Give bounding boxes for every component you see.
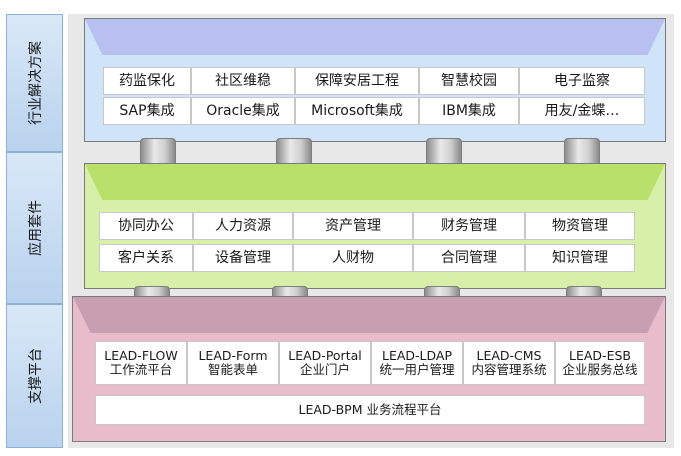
side-label-industry-text: 行业解决方案 — [27, 41, 44, 125]
industry-box-top-face — [85, 19, 665, 55]
product-desc: 企业服务总线 — [562, 362, 638, 377]
support-platform-box: LEAD-FLOW 工作流平台 LEAD-Form 智能表单 LEAD-Port… — [72, 296, 666, 442]
suite-item: 财务管理 — [413, 212, 525, 240]
industry-item: 电子监察 — [519, 67, 645, 95]
industry-item: 社区维稳 — [191, 67, 295, 95]
industry-item: IBM集成 — [419, 97, 519, 125]
platform-product-leadflow: LEAD-FLOW 工作流平台 — [95, 341, 187, 385]
product-desc: 工作流平台 — [109, 362, 173, 377]
side-label-platform-text: 支撑平台 — [27, 348, 44, 404]
suite-item: 知识管理 — [525, 244, 635, 272]
industry-item: SAP集成 — [103, 97, 191, 125]
industry-item: 药监保化 — [103, 67, 191, 95]
product-name: LEAD-ESB — [569, 347, 631, 363]
product-desc: 企业门户 — [299, 362, 350, 377]
suite-item: 设备管理 — [193, 244, 293, 272]
suite-item: 人力资源 — [193, 212, 293, 240]
suite-item: 人财物 — [293, 244, 413, 272]
side-label-suite-text: 应用套件 — [27, 200, 44, 256]
side-label-industry: 行业解决方案 — [6, 14, 63, 152]
side-label-suite: 应用套件 — [6, 152, 63, 304]
product-name: LEAD-CMS — [476, 347, 542, 363]
platform-product-leadform: LEAD-Form 智能表单 — [187, 341, 279, 385]
industry-item: 用友/金蝶… — [519, 97, 645, 125]
platform-product-leadesb: LEAD-ESB 企业服务总线 — [555, 341, 645, 385]
industry-item: Microsoft集成 — [295, 97, 419, 125]
platform-bpm-base: LEAD-BPM 业务流程平台 — [95, 395, 645, 425]
application-suite-box: 协同办公 人力资源 资产管理 财务管理 物资管理 客户关系 设备管理 人财物 合… — [84, 163, 666, 289]
suite-item: 资产管理 — [293, 212, 413, 240]
platform-product-leadldap: LEAD-LDAP 统一用户管理 — [371, 341, 463, 385]
suite-item: 合同管理 — [413, 244, 525, 272]
platform-product-leadportal: LEAD-Portal 企业门户 — [279, 341, 371, 385]
industry-item: 保障安居工程 — [295, 67, 419, 95]
product-desc: 内容管理系统 — [471, 362, 547, 377]
product-desc: 智能表单 — [207, 362, 258, 377]
platform-product-leadcms: LEAD-CMS 内容管理系统 — [463, 341, 555, 385]
product-name: LEAD-Portal — [288, 347, 362, 363]
suite-item: 协同办公 — [99, 212, 193, 240]
suite-box-top-face — [85, 164, 665, 200]
product-name: LEAD-FLOW — [104, 347, 178, 363]
industry-solutions-box: 药监保化 社区维稳 保障安居工程 智慧校园 电子监察 SAP集成 Oracle集… — [84, 18, 666, 142]
industry-item: 智慧校园 — [419, 67, 519, 95]
product-name: LEAD-Form — [198, 347, 268, 363]
product-desc: 统一用户管理 — [379, 362, 455, 377]
platform-box-top-face — [73, 297, 665, 333]
product-name: LEAD-LDAP — [381, 347, 452, 363]
suite-item: 物资管理 — [525, 212, 635, 240]
suite-item: 客户关系 — [99, 244, 193, 272]
industry-item: Oracle集成 — [191, 97, 295, 125]
side-label-platform: 支撑平台 — [6, 304, 63, 448]
